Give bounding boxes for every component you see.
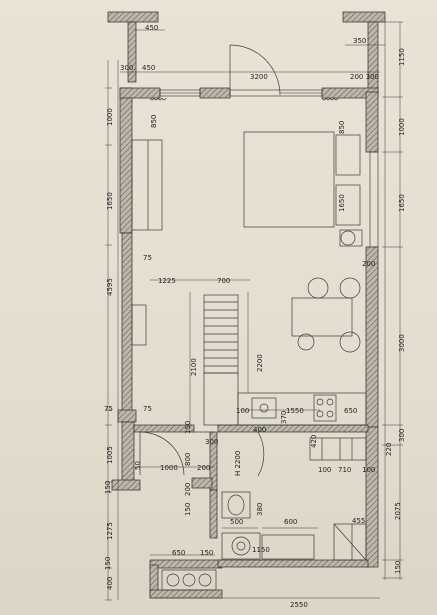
dim-300-r: 300 [398,429,406,442]
dim-150-b: 150 [104,481,112,494]
bottom-pipes [161,569,217,591]
dim-1000-h: 1000 [160,464,178,472]
dim-850-right: 850 [338,121,346,134]
dimension-lines [105,21,403,601]
wall-top-b [199,87,231,99]
wall-bath-stub [191,477,213,489]
dim-150-c: 150 [184,503,192,516]
wall-left-lower [121,421,135,483]
dim-710: 710 [338,466,351,474]
dim-3000-right: 3000 [398,334,406,352]
dim-1000-right: 1000 [398,118,406,136]
wall-bottom-left [149,559,223,569]
dining-table [291,277,361,353]
dim-200-b: 200 [184,483,192,496]
wall-left-middle [121,232,133,414]
wall-top-a [119,87,161,99]
dim-300-h: 300 [205,438,218,446]
dim-200-r: 200 [362,260,375,268]
wardrobe [203,294,239,426]
dim-1650-mid: 1650 [338,194,346,212]
wall-partition-left [133,424,195,433]
wall-left-bottom-stub [111,479,141,491]
dim-200-h: 200 [197,464,210,472]
dim-1650-left: 1650 [106,192,114,210]
dim-1005: 1005 [106,446,114,464]
window-right [369,151,379,248]
dim-2550: 2550 [290,601,308,609]
kitchen [237,392,367,426]
wall-right-upper [365,91,379,153]
dim-650-k: 650 [344,407,357,415]
dim-450-top: 450 [145,24,158,32]
dim-1550: 1550 [286,407,304,415]
dim-1225: 1225 [158,277,176,285]
dim-370: 370 [280,411,288,424]
wall-top-left-stub [107,11,159,23]
dim-220: 220 [385,443,393,456]
dim-150-e: 150 [394,561,402,574]
hall-shelf [309,437,367,461]
dim-200-300: 200 300 [350,73,379,81]
dim-500: 500 [230,518,243,526]
wall-bottom [217,559,369,568]
dim-850-left: 850 [150,115,158,128]
dim-380: 380 [256,503,264,516]
dim-650-b: 650 [172,549,185,557]
dim-150-a: 150 [184,421,192,434]
dim-50: 50 [134,461,142,470]
wall-left-upper [119,87,133,234]
dim-75-c: 75 [143,405,152,413]
dim-1275: 1275 [106,522,114,540]
dim-2100: 2100 [190,358,198,376]
dim-2075: 2075 [394,502,402,520]
top-window [159,89,323,97]
wall-partition-right [217,424,369,433]
dim-1000-left: 1000 [106,108,114,126]
wall-right-lower [365,426,379,568]
dim-4595: 4595 [106,278,114,296]
left-cabinet [131,139,163,346]
dim-150-d: 150 [200,549,213,557]
dim-420: 420 [310,435,318,448]
radiators [149,97,339,101]
wall-top-left-pier [127,21,137,83]
dim-450-b: 450 [142,64,155,72]
dim-2200-h: H 2200 [234,451,242,476]
dim-150-f: 150 [104,557,112,570]
wall-left-joint [117,409,137,423]
wall-right-middle [365,246,379,428]
dim-700: 700 [217,277,230,285]
dim-600: 600 [284,518,297,526]
dim-100-b: 100 [362,466,375,474]
walls [107,11,386,599]
dim-350-top: 350 [353,37,366,45]
dim-800: 800 [184,453,192,466]
dim-300-a: 300 [120,64,133,72]
wall-bath-lower [209,489,218,539]
dim-400-bot: 400 [106,577,114,590]
dim-75-b: 75 [104,405,113,413]
dim-100-a: 100 [318,466,331,474]
dim-455: 455 [352,517,365,525]
dimension-labels: 450 350 1150 300 450 3200 200 300 1000 8… [104,24,406,609]
dim-1150-right: 1150 [398,48,406,66]
wall-top-right-stub [342,11,386,23]
top-door [229,44,281,96]
wall-bottom-shaft [149,589,223,599]
bed [243,131,363,247]
dim-75-a: 75 [143,254,152,262]
dim-3200: 3200 [250,73,268,81]
dim-2200-k: 2200 [256,354,264,372]
dim-100-k: 100 [236,407,249,415]
dim-400: 400 [253,426,266,434]
bathroom-fixtures [221,491,367,561]
wall-top-right-pier [367,21,379,98]
dim-1650-right: 1650 [398,194,406,212]
dim-1150-b: 1150 [252,546,270,554]
